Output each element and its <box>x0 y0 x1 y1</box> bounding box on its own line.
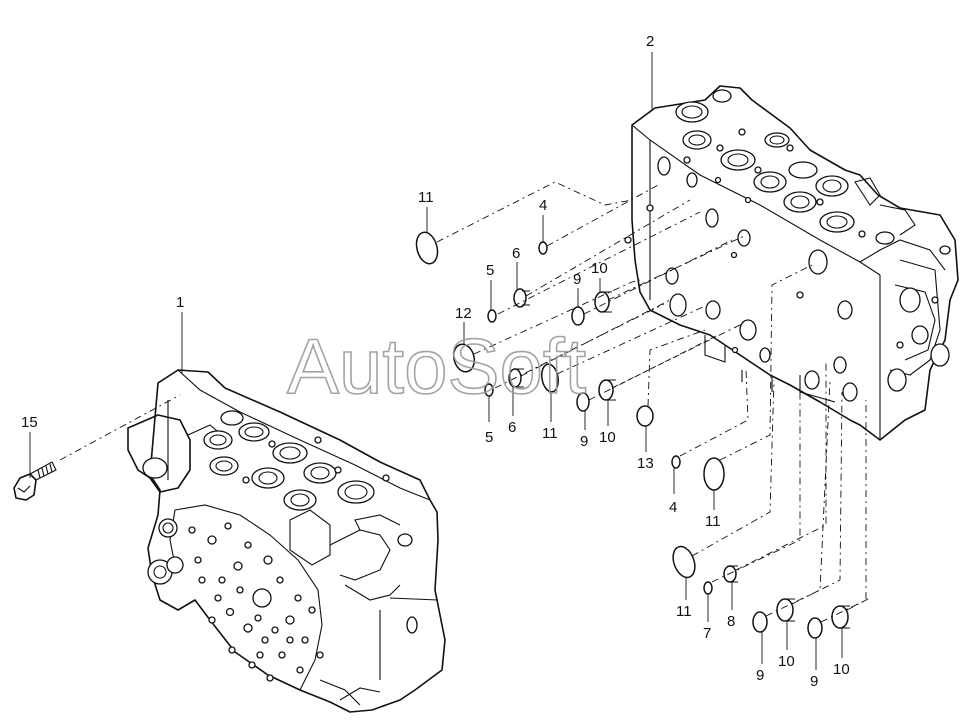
oring-7 <box>703 581 713 595</box>
assembly-centerlines <box>59 181 871 623</box>
callout-11-mid: 11 <box>542 425 558 442</box>
callout-6-lower: 6 <box>508 419 516 436</box>
callout-12: 12 <box>455 305 472 322</box>
oring-5-top <box>487 309 497 323</box>
callout-10-bottom-a: 10 <box>778 653 795 670</box>
callout-9-mid: 9 <box>580 433 588 450</box>
oring-11-top <box>415 231 439 265</box>
oring-13 <box>636 405 654 427</box>
callout-5: 5 <box>486 262 494 279</box>
backup-10-bottom-b <box>831 605 849 629</box>
callout-15: 15 <box>21 414 38 431</box>
backup-10-top <box>594 291 610 313</box>
backup-10-bottom-a <box>776 598 794 622</box>
callout-13: 13 <box>637 455 654 472</box>
oring-11-low <box>703 457 725 491</box>
callout-4-lower: 4 <box>669 499 677 516</box>
seal-parts <box>415 231 850 639</box>
callout-11-low: 11 <box>705 513 721 530</box>
callout-1: 1 <box>176 294 184 311</box>
callout-11: 11 <box>418 189 434 206</box>
callout-7: 7 <box>703 625 711 642</box>
oring-4-low <box>671 455 681 469</box>
bolt-15 <box>13 461 57 501</box>
callout-labels: 2 1 15 11 4 6 5 9 10 12 5 6 11 9 10 13 4… <box>21 33 850 690</box>
oring-9-bottom-a <box>752 611 768 633</box>
valve-body-2 <box>624 85 959 441</box>
callout-9: 9 <box>573 271 581 288</box>
backup-10-mid <box>598 379 614 401</box>
callout-2: 2 <box>646 33 654 50</box>
oring-4-top <box>538 241 548 255</box>
watermark-text: AutoSoft <box>287 322 587 410</box>
oring-9-bottom-b <box>807 617 823 639</box>
callout-9-bottom-b: 9 <box>810 673 818 690</box>
oring-9-mid <box>576 392 590 412</box>
callout-5-lower: 5 <box>485 429 493 446</box>
callout-11-bottom: 11 <box>676 603 692 620</box>
callout-10: 10 <box>591 260 608 277</box>
callout-9-bottom-a: 9 <box>756 667 764 684</box>
callout-4: 4 <box>539 197 547 214</box>
callout-10-bottom-b: 10 <box>833 661 850 678</box>
oring-11-bottom <box>672 545 696 579</box>
callout-8: 8 <box>727 613 735 630</box>
callout-6: 6 <box>512 245 520 262</box>
callout-10-mid: 10 <box>599 429 616 446</box>
oring-11-mid <box>541 363 559 393</box>
valve-body-1 <box>127 369 446 713</box>
leader-lines <box>29 52 843 670</box>
backup-6-top <box>513 288 527 308</box>
backup-6-low <box>508 368 522 388</box>
oring-12 <box>452 343 476 373</box>
backup-8 <box>723 565 737 583</box>
